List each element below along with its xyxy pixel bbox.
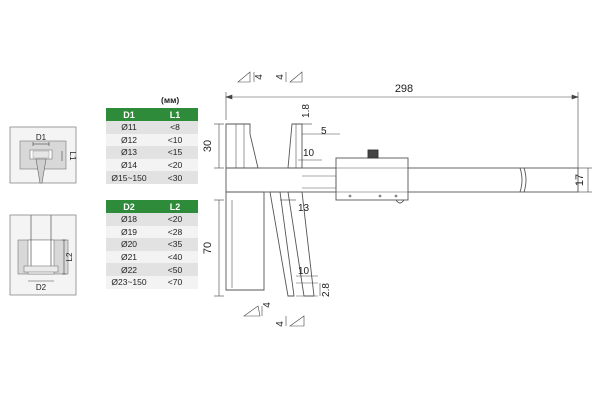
table-cell-diameter: Ø23~150 [106,275,152,289]
dim-section-bottom-top: 4 [262,302,273,308]
lower-moving-jaw [269,191,295,297]
table-row: Ø21<40 [106,250,198,264]
table-row: Ø15~150<30 [106,171,198,184]
lock-screw [367,149,379,159]
dim-tip-width-top: 5 [321,126,327,137]
section-icon-bottom-top [243,305,263,317]
table-row: Ø12<10 [106,133,198,147]
inset-top-d-label: D1 [36,133,47,142]
unit-label: (мм) [161,95,180,105]
table-cell-diameter: Ø20 [106,238,152,251]
table2-header-l2: L2 [152,200,198,213]
table-cell-diameter: Ø19 [106,225,152,239]
inset-bottom-l-label: L2 [65,252,74,261]
dim-beam-height: 17 [574,174,586,186]
upper-fixed-jaw [225,123,259,169]
table-row: Ø11<8 [106,121,198,134]
inset-bottom: L2 D2 [9,214,77,296]
inset-bottom-d-label: D2 [36,283,47,292]
table-cell-length: <28 [152,225,198,239]
table-cell-length: <35 [152,238,198,251]
dimension-lines [214,92,592,297]
table-cell-diameter: Ø22 [106,263,152,276]
dim-tip-offset-bottom: 10 [298,266,310,277]
table-row: Ø13<15 [106,146,198,159]
lower-fixed-jaw [225,191,265,291]
section-icon-top-left [237,71,255,83]
table-cell-length: <50 [152,263,198,276]
dim-lower-jaw-height: 70 [202,242,214,254]
table-row: Ø23~150<70 [106,275,198,289]
section-icon-bottom [285,315,305,327]
dim-overall-length: 298 [395,83,413,95]
table-cell-length: <70 [152,275,198,289]
table1-header-d1: D1 [106,108,152,121]
dim-section-top-right: 4 [275,74,286,80]
table-cell-diameter: Ø11 [106,121,152,134]
inset-top: D1 L1 [9,126,77,184]
table-row: Ø14<20 [106,158,198,172]
table-cell-diameter: Ø18 [106,213,152,226]
table-cell-length: <30 [152,171,198,184]
table-cell-diameter: Ø12 [106,133,152,147]
dim-upper-jaw-height: 30 [202,140,214,152]
table-cell-length: <15 [152,146,198,159]
dim-tip-height-bottom: 2.8 [321,283,332,297]
table-cell-diameter: Ø21 [106,250,152,264]
table-cell-length: <10 [152,133,198,147]
table-cell-length: <8 [152,121,198,134]
upper-moving-jaw [287,123,303,169]
dim-section-top-left: 4 [254,74,265,80]
dim-tip-height-top: 1.8 [301,104,312,118]
table-cell-diameter: Ø13 [106,146,152,159]
table-cell-length: <20 [152,158,198,172]
slider [335,157,409,201]
table-cell-length: <40 [152,250,198,264]
dim-jaw-gap: 13 [298,203,310,214]
inset-top-l-label: L1 [68,152,77,161]
table-cell-length: <20 [152,213,198,226]
table1-header-l1: L1 [152,108,198,121]
caliper [225,123,579,297]
table-cell-diameter: Ø15~150 [106,171,152,184]
section-icon-top-right [285,71,303,83]
table-row: Ø19<28 [106,225,198,239]
dim-tip-offset-top: 10 [303,148,315,159]
table-row: Ø18<20 [106,213,198,226]
table-row: Ø20<35 [106,238,198,251]
table-cell-diameter: Ø14 [106,158,152,172]
table2-header-d2: D2 [106,200,152,213]
table-row: Ø22<50 [106,263,198,276]
dim-section-bottom: 4 [275,321,286,327]
